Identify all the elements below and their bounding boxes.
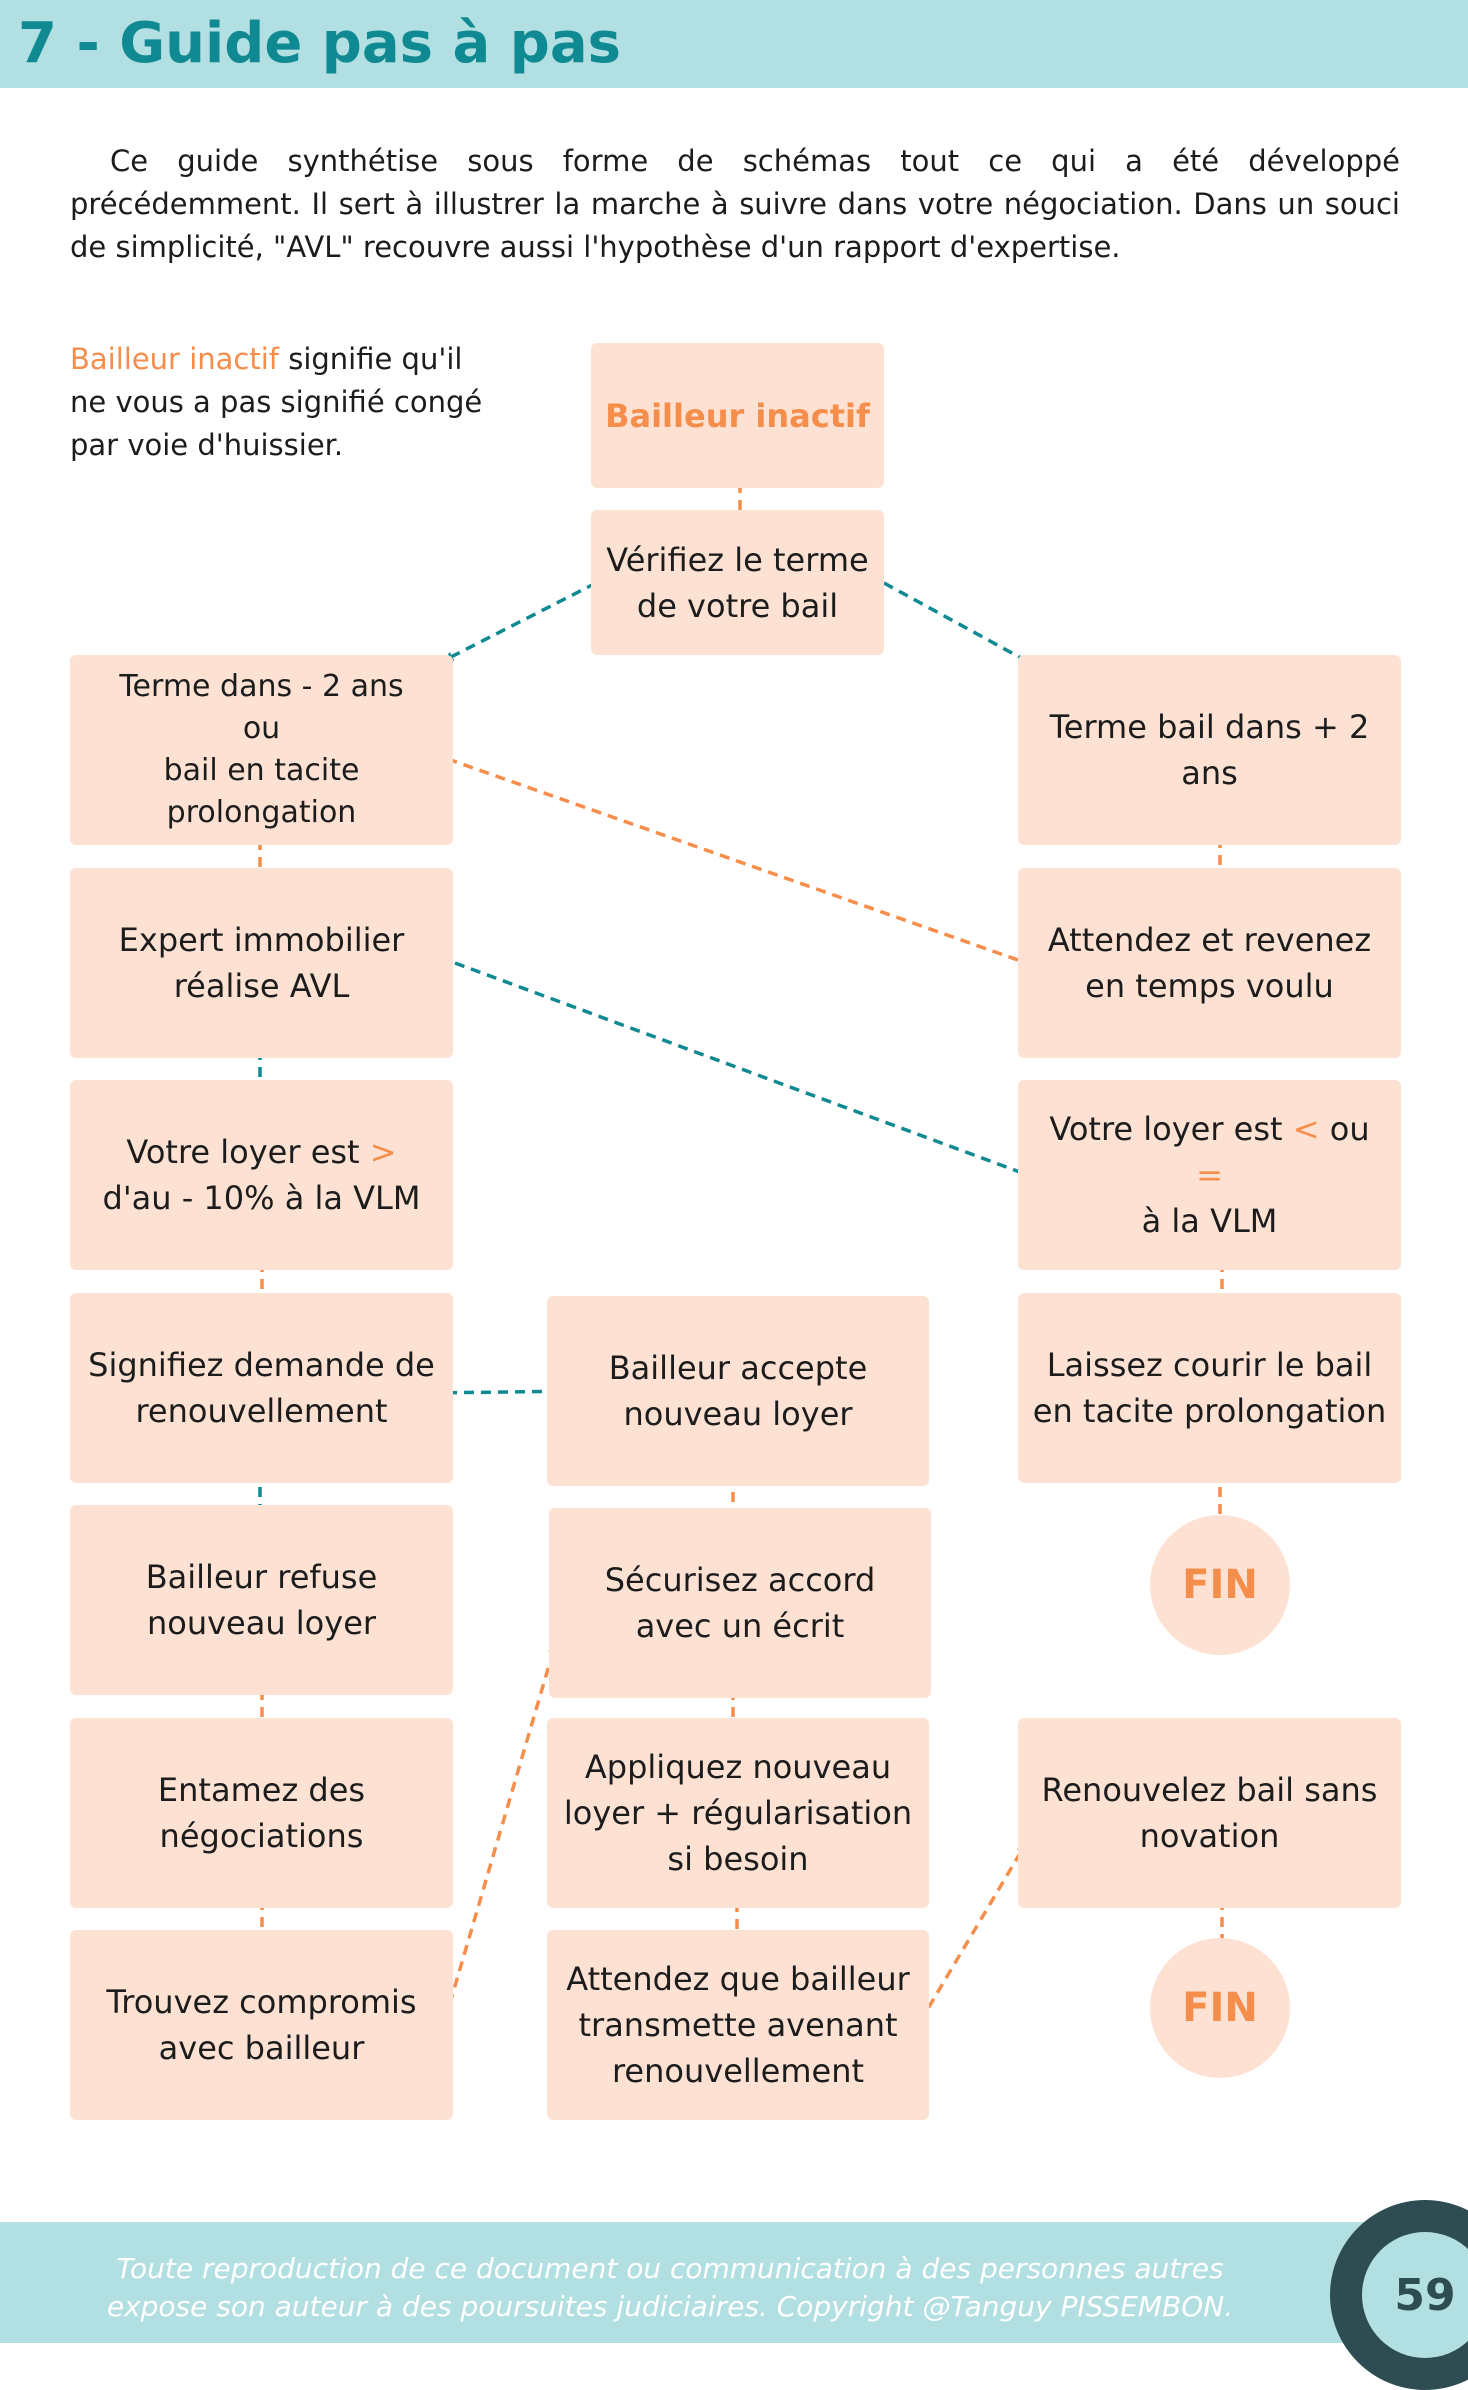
copyright-notice: Toute reproduction de ce document ou com… xyxy=(106,2252,1234,2323)
intro-text: Ce guide synthétise sous forme de schéma… xyxy=(70,144,1400,264)
arrow-verifiez-plus2 xyxy=(883,581,1034,666)
box-renouvelez-bail: Renouvelez bail sans novation xyxy=(1018,1718,1401,1908)
box-attendez-revenez: Attendez et revenez en temps voulu xyxy=(1018,868,1401,1058)
box-securisez-accord: Sécurisez accord avec un écrit xyxy=(549,1508,931,1698)
box-signifiez-demande: Signifiez demande de renouvellement xyxy=(70,1293,453,1483)
header-band: 7 - Guide pas à pas xyxy=(0,0,1468,88)
box-verifiez-terme: Vérifiez le terme de votre bail xyxy=(591,510,884,655)
box-bailleur-inactif: Bailleur inactif xyxy=(591,343,884,488)
note-text: signifie qu'il ne vous a pas signifié co… xyxy=(70,342,483,462)
box-expert-avl: Expert immobilier réalise AVL xyxy=(70,868,453,1058)
box-laissez-courir: Laissez courir le bail en tacite prolong… xyxy=(1018,1293,1401,1483)
arrow-attendez-renouvelez xyxy=(918,1843,1027,2023)
fin-circle-2: FIN xyxy=(1150,1938,1290,2078)
note-highlight: Bailleur inactif xyxy=(70,342,279,376)
arrow-verifiez-moins2 xyxy=(443,581,597,662)
footer-band: Toute reproduction de ce document ou com… xyxy=(0,2222,1468,2343)
box-loyer-inferieur: Votre loyer est < ou =à la VLM xyxy=(1018,1080,1401,1270)
arrow-expert-inf xyxy=(454,961,1038,1180)
arrow-compromis-securisez xyxy=(443,1643,558,2021)
box-bailleur-accepte: Bailleur accepte nouveau loyer xyxy=(547,1296,929,1486)
box-loyer-superieur: Votre loyer est >d'au - 10% à la VLM xyxy=(70,1080,453,1270)
box-appliquez-loyer: Appliquez nouveau loyer + régularisation… xyxy=(547,1718,929,1908)
box-terme-plus-2-ans: Terme bail dans + 2 ans xyxy=(1018,655,1401,845)
page-title: 7 - Guide pas à pas xyxy=(18,11,621,76)
box-entamez-negociations: Entamez des négociations xyxy=(70,1718,453,1908)
box-terme-moins-2-ans: Terme dans - 2 ans ou bail en tacite pro… xyxy=(70,655,453,845)
box-attendez-bailleur: Attendez que bailleur transmette avenant… xyxy=(547,1930,929,2120)
page-number: 59 xyxy=(1362,2232,1468,2358)
fin-circle-1: FIN xyxy=(1150,1515,1290,1655)
arrow-attendez-terme xyxy=(406,742,1019,962)
intro-paragraph: Ce guide synthétise sous forme de schéma… xyxy=(70,140,1400,269)
box-bailleur-refuse: Bailleur refuse nouveau loyer xyxy=(70,1505,453,1695)
inactive-landlord-note: Bailleur inactif signifie qu'il ne vous … xyxy=(70,338,490,467)
box-trouvez-compromis: Trouvez compromis avec bailleur xyxy=(70,1930,453,2120)
